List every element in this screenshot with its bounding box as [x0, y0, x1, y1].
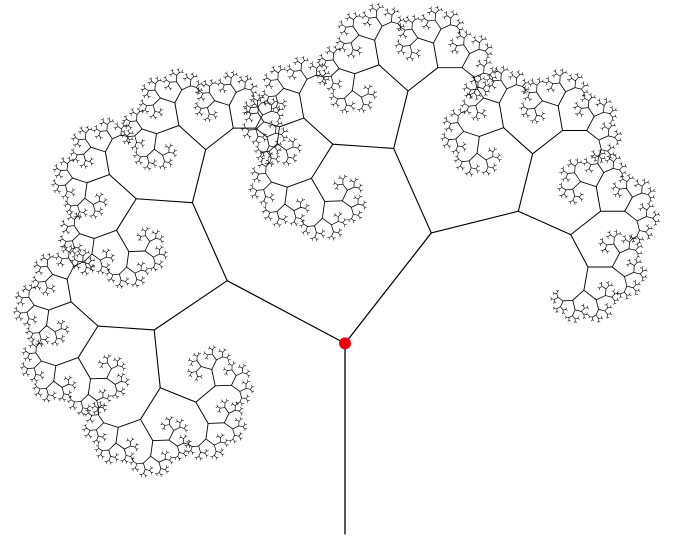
- branch-level-3: [97, 90, 572, 389]
- branch-level-1: [226, 232, 432, 344]
- branch-level-7: [26, 16, 647, 464]
- branch-level-11: [12, 2, 661, 478]
- branch-level-9: [16, 7, 656, 474]
- branch-level-8: [20, 10, 654, 470]
- branch-level-10: [14, 4, 659, 476]
- fractal-branches: [12, 2, 661, 535]
- root-node[interactable]: [339, 337, 352, 350]
- branch-level-6: [33, 25, 638, 457]
- branch-level-2: [153, 147, 519, 331]
- branch-level-4: [70, 64, 602, 420]
- branch-level-5: [48, 39, 626, 442]
